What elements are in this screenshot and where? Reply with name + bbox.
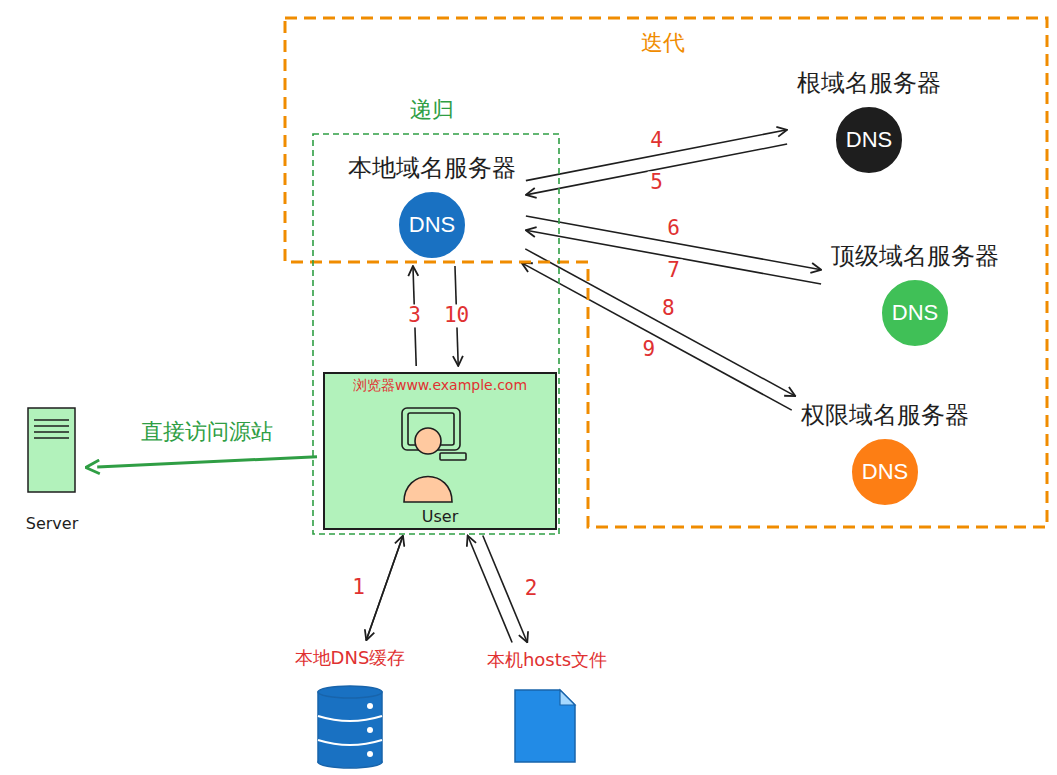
step-number: 2 — [522, 577, 541, 600]
dns-circle: DNS — [850, 437, 920, 507]
dns-label: DNS — [892, 300, 938, 326]
dns-cache-node: 本地DNS缓存 — [290, 646, 411, 770]
connector-arrow — [366, 536, 403, 641]
step-number: 5 — [647, 172, 666, 195]
connector-arrow — [97, 457, 317, 467]
server-name: 顶级域名服务器 — [831, 240, 999, 272]
user-box-fill — [323, 372, 557, 530]
server-name: 根域名服务器 — [797, 67, 941, 99]
database-icon — [318, 686, 382, 768]
step-number: 6 — [664, 217, 683, 240]
region-heading-holder: 递归 — [410, 95, 454, 125]
icon-label: 本地DNS缓存 — [295, 646, 406, 670]
dns-label: DNS — [409, 212, 455, 238]
region-heading-holder: 迭代 — [641, 28, 685, 58]
tld-dns-server: 顶级域名服务器 DNS — [827, 240, 1003, 348]
root-dns-server: 根域名服务器 DNS — [793, 67, 945, 175]
user-label: User — [422, 507, 458, 526]
dns-circle: DNS — [880, 278, 950, 348]
connector-arrow — [366, 536, 403, 641]
step-number: 8 — [659, 297, 678, 320]
hosts-file-node: 本机hosts文件 — [482, 648, 612, 768]
step-number: 3 — [405, 304, 424, 327]
connector-arrow — [468, 536, 513, 643]
server-name: 本地域名服务器 — [348, 152, 516, 184]
recursion-region: 递归本地域名服务器DNS浏览器www.example.comUser — [312, 133, 560, 535]
user-box: 浏览器www.example.comUser — [323, 372, 557, 530]
local-dns-server: 本地域名服务器 DNS — [344, 152, 520, 260]
user-illustration — [402, 408, 466, 502]
icon-label: 本机hosts文件 — [487, 648, 607, 672]
server-icon — [28, 408, 75, 492]
dns-label: DNS — [846, 127, 892, 153]
step-number: 1 — [349, 576, 368, 599]
step-number: 10 — [441, 304, 472, 327]
server-node: Server — [21, 405, 83, 533]
region-heading: 迭代 — [641, 30, 685, 55]
dns-circle: DNS — [397, 190, 467, 260]
region-border — [285, 18, 1047, 527]
connector-arrow — [525, 249, 795, 396]
server-name: 权限域名服务器 — [801, 399, 969, 431]
icon-label: Server — [26, 514, 78, 533]
edge-label: 直接访问源站 — [138, 420, 276, 444]
authoritative-dns-server: 权限域名服务器 DNS — [797, 399, 973, 507]
file-icon — [515, 690, 575, 762]
region-heading: 递归 — [410, 97, 454, 122]
step-number: 9 — [639, 339, 658, 362]
dns-label: DNS — [862, 459, 908, 485]
browser-url: 浏览器www.example.com — [353, 377, 527, 395]
connector-arrow — [522, 263, 792, 410]
step-number: 4 — [647, 130, 666, 153]
step-number: 7 — [664, 260, 683, 283]
region-border — [313, 134, 559, 534]
dns-circle: DNS — [834, 105, 904, 175]
